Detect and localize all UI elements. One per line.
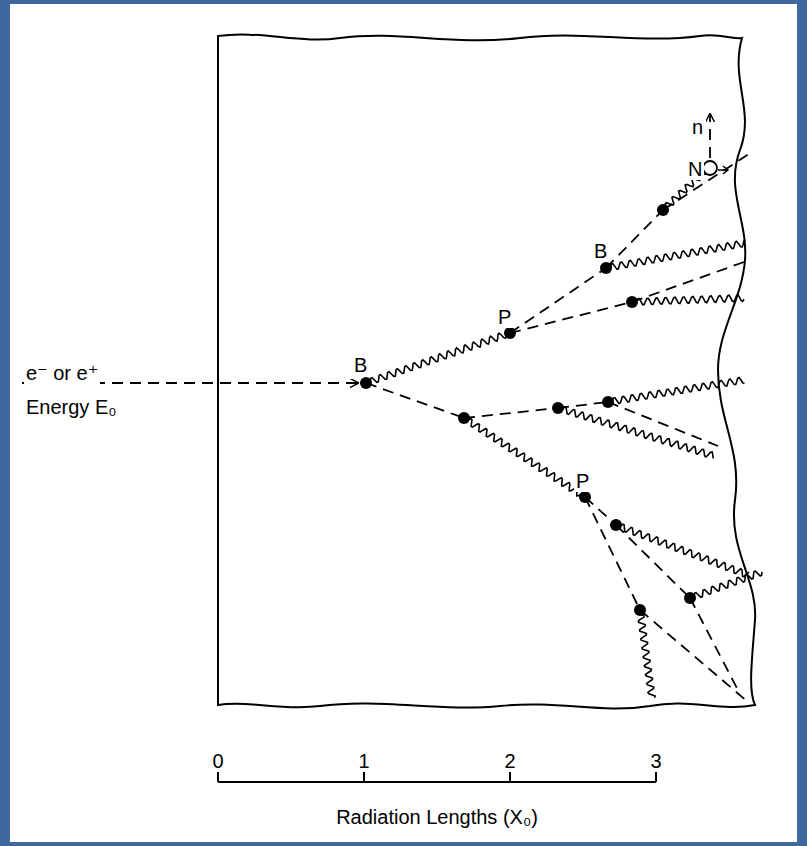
charged-track [366,383,464,418]
axis-number: 1 [356,750,371,772]
photon-track [606,240,745,271]
charged-track [585,497,616,525]
nucleus [703,161,717,175]
absorber-block [218,34,755,708]
charged-track [690,598,738,690]
interaction-vertex [610,519,622,531]
interaction-vertex [552,402,564,414]
process-letter: P [496,306,513,328]
axis-number: 2 [502,750,517,772]
axis-number: 0 [210,750,225,772]
charged-track [464,408,558,418]
recoil-arrow [718,166,728,174]
photon-track [608,377,745,404]
axis-title: Radiation Lengths (X₀) [334,806,540,828]
process-letter: P [574,470,591,492]
interaction-vertex [360,377,372,389]
photon-track [616,524,749,576]
nucleus-letter: N [686,158,704,180]
particle-label: e⁻ or e⁺ [24,362,100,384]
process-letter: B [592,240,609,262]
photon-track [637,610,655,698]
axis [218,768,656,782]
interaction-vertex [684,592,696,604]
photon-track [690,571,762,600]
axis-number: 3 [648,750,663,772]
interaction-vertex [634,604,646,616]
interaction-vertex [602,396,614,408]
photon-track [632,295,744,305]
charged-track [663,152,752,210]
interaction-vertex [579,491,591,503]
shower-tracks [22,114,762,702]
white-panel [10,4,797,842]
neutron-letter: n [690,116,705,138]
photon-track [366,330,510,385]
process-letter: B [352,354,369,376]
photon-track [558,407,713,459]
interaction-vertex [600,262,612,274]
charged-track [616,525,690,598]
charged-track [709,114,711,158]
charged-track [608,402,718,446]
interaction-vertex [657,204,669,216]
energy-label: Energy E₀ [24,396,119,418]
interaction-vertex [504,327,516,339]
interaction-vertex [458,412,470,424]
charged-track [510,268,606,333]
photon-track [464,418,585,498]
charged-track [640,610,748,702]
charged-track [585,497,640,610]
charged-track [510,302,632,333]
interaction-vertex [626,296,638,308]
